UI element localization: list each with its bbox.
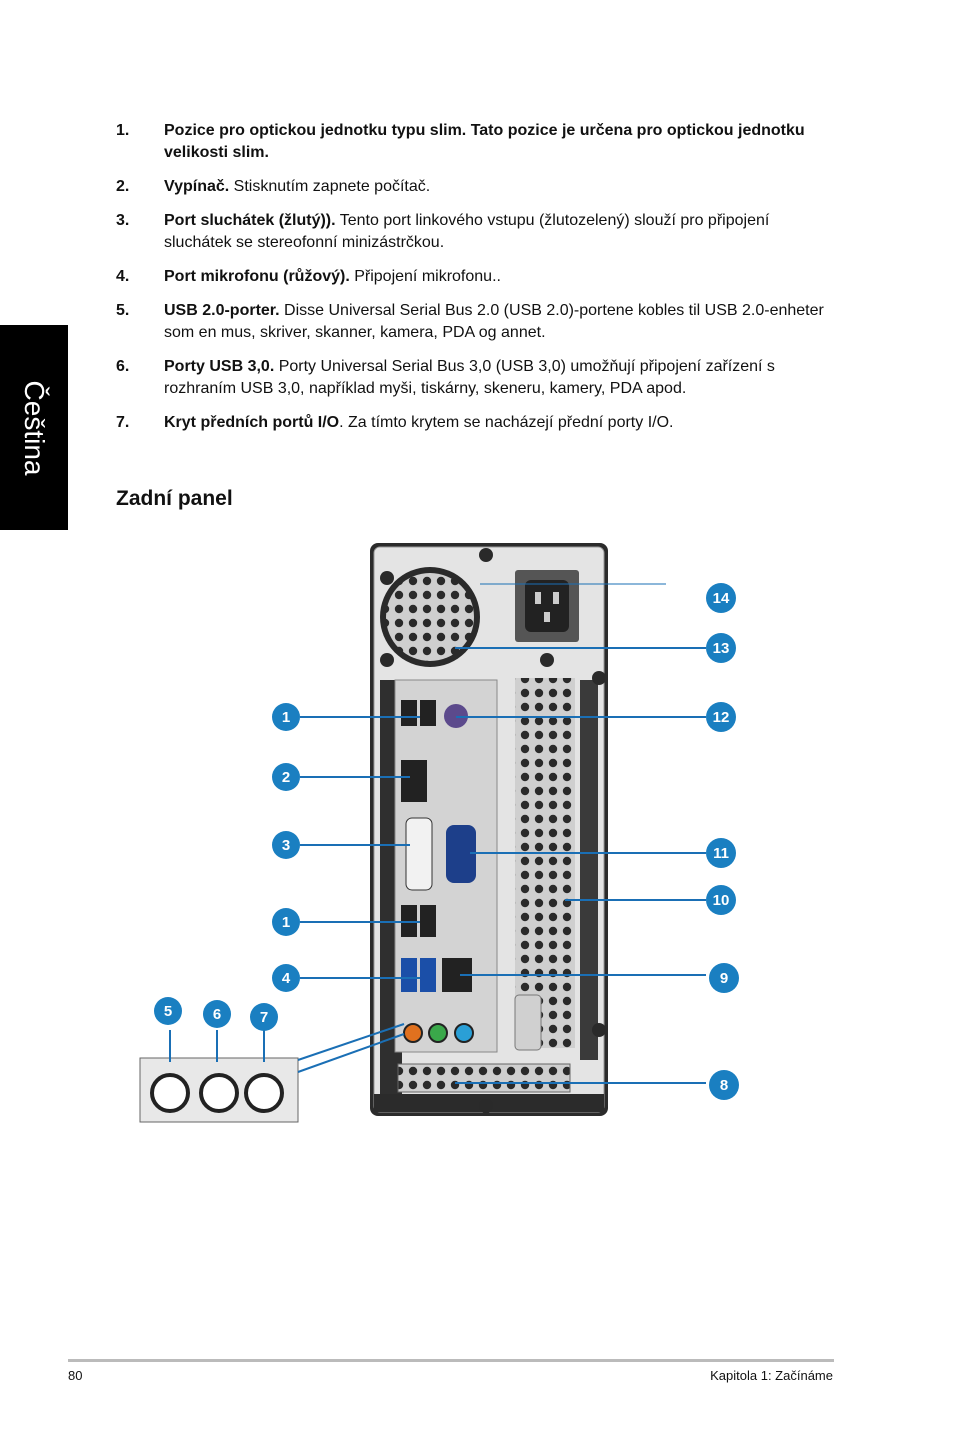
list-item: 1. Pozice pro optickou jednotku typu sli… (116, 120, 836, 164)
item-title: Port mikrofonu (růžový). (164, 268, 350, 285)
item-title: Kryt předních portů I/O (164, 414, 340, 431)
list-item: 3. Port sluchátek (žlutý)). Tento port l… (116, 210, 836, 254)
callouts: 1 2 3 1 4 5 6 7 14 13 12 11 10 9 8 (154, 583, 739, 1100)
callout-13: 13 (706, 633, 736, 663)
callout-5: 5 (154, 997, 182, 1025)
callout-11: 11 (706, 838, 736, 868)
callout-1: 1 (272, 703, 300, 731)
item-text: Disse Universal Serial Bus 2.0 (USB 2.0)… (164, 302, 824, 341)
callout-2: 2 (272, 763, 300, 791)
svg-text:3: 3 (282, 837, 290, 854)
item-title: USB 2.0-porter. (164, 302, 280, 319)
svg-text:11: 11 (713, 845, 729, 862)
callout-12: 12 (706, 702, 736, 732)
list-item: 5. USB 2.0-porter. Disse Universal Seria… (116, 300, 836, 344)
svg-text:13: 13 (713, 640, 730, 657)
item-number: 4. (116, 268, 130, 285)
item-text: Porty Universal Serial Bus 3,0 (USB 3,0)… (164, 358, 775, 397)
item-title: Port sluchátek (žlutý)). (164, 212, 336, 229)
svg-text:7: 7 (260, 1009, 268, 1026)
feature-list: 1. Pozice pro optickou jednotku typu sli… (116, 120, 836, 434)
item-title: Vypínač. (164, 178, 230, 195)
item-text: Stisknutím zapnete počítač. (229, 178, 431, 195)
callout-10: 10 (706, 885, 736, 915)
svg-text:2: 2 (282, 769, 290, 786)
svg-text:1: 1 (282, 709, 290, 726)
expansion-slot (397, 1063, 571, 1093)
svg-text:8: 8 (720, 1077, 728, 1094)
power-connector (515, 570, 579, 642)
list-item: 6. Porty USB 3,0. Porty Universal Serial… (116, 356, 836, 400)
list-item: 7. Kryt předních portů I/O. Za tímto kry… (116, 412, 836, 434)
screws (380, 548, 606, 1113)
footer-divider (68, 1359, 834, 1362)
svg-text:9: 9 (720, 970, 728, 987)
svg-text:6: 6 (213, 1006, 221, 1023)
item-number: 3. (116, 212, 130, 229)
callout-4: 4 (272, 964, 300, 992)
lock-slot (514, 994, 542, 1051)
item-text: . Za tímto krytem se nacházejí přední po… (339, 414, 674, 431)
section-title: Zadní panel (116, 487, 233, 510)
item-number: 5. (116, 302, 130, 319)
audio-zoom (139, 1023, 405, 1123)
svg-text:14: 14 (713, 590, 730, 607)
leader-lines (169, 583, 706, 1084)
item-title: Pozice pro optickou jednotku typu slim. … (164, 122, 805, 161)
item-number: 7. (116, 414, 130, 431)
item-title: Porty USB 3,0. (164, 358, 275, 375)
item-number: 2. (116, 178, 130, 195)
callout-7: 7 (250, 1003, 278, 1031)
page-number: 80 (68, 1368, 83, 1383)
svg-text:5: 5 (164, 1003, 172, 1020)
language-tab: Čeština (0, 325, 68, 530)
callout-8: 8 (709, 1070, 739, 1100)
svg-text:4: 4 (282, 970, 291, 987)
chapter-title: Kapitola 1: Začínáme (710, 1368, 833, 1383)
callout-9: 9 (709, 963, 739, 993)
item-text: Připojení mikrofonu.. (349, 268, 501, 285)
svg-text:10: 10 (713, 892, 730, 909)
callout-1b: 1 (272, 908, 300, 936)
fan-grille (380, 567, 480, 667)
callout-3: 3 (272, 831, 300, 859)
list-item: 2. Vypínač. Stisknutím zapnete počítač. (116, 176, 836, 198)
item-number: 1. (116, 122, 130, 139)
vent-holes (515, 678, 575, 1048)
callout-14: 14 (706, 583, 736, 613)
list-item: 4. Port mikrofonu (růžový). Připojení mi… (116, 266, 836, 288)
item-text: Tento port linkového vstupu (žlutozelený… (164, 212, 770, 251)
svg-text:1: 1 (282, 914, 290, 931)
callout-6: 6 (203, 1000, 231, 1028)
item-number: 6. (116, 358, 130, 375)
svg-text:12: 12 (713, 709, 730, 726)
io-shield (394, 679, 498, 1053)
